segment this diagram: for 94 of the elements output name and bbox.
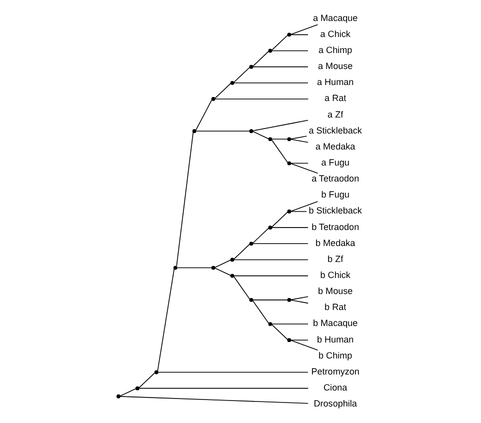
connector — [290, 300, 308, 304]
connector — [290, 296, 308, 300]
node-text: a Fugu — [321, 157, 350, 168]
node-point — [268, 137, 272, 142]
connector — [233, 275, 308, 276]
connector — [271, 50, 308, 52]
node-text: b Macaque — [313, 318, 358, 328]
connector — [290, 340, 318, 351]
node-point — [287, 338, 292, 342]
node-text: a Mouse — [318, 61, 353, 72]
node-text: b Zf — [328, 254, 344, 264]
connector — [252, 228, 270, 244]
node-point — [230, 274, 234, 278]
node-text: b Human — [317, 334, 354, 344]
node-text: a Zf — [328, 109, 344, 120]
node-point — [116, 394, 120, 398]
connector — [290, 163, 318, 174]
node-text: a Medaka — [316, 141, 356, 152]
connector — [233, 82, 308, 84]
connector — [176, 132, 194, 267]
node-point — [268, 226, 272, 230]
connector — [233, 244, 250, 260]
connector — [138, 372, 156, 388]
connector — [271, 139, 288, 163]
node-text: Petromyzon — [311, 366, 360, 376]
node-point — [230, 80, 234, 85]
node-text: Drosophila — [314, 398, 357, 409]
node-text: b Fugu — [321, 190, 350, 200]
node-point — [268, 322, 272, 326]
connector — [196, 130, 250, 132]
node-point — [154, 370, 158, 374]
connector — [233, 66, 250, 83]
connector — [290, 138, 308, 143]
connector — [271, 212, 288, 228]
node-point — [211, 266, 216, 270]
node-text: b Medaka — [316, 238, 356, 248]
connector — [252, 120, 308, 132]
node-point — [287, 137, 292, 142]
connector — [233, 276, 250, 300]
connector — [290, 201, 318, 212]
node-text: b Stickleback — [308, 206, 362, 216]
node-point — [230, 258, 234, 262]
connector — [272, 138, 288, 140]
connector — [252, 131, 270, 140]
node-point — [173, 266, 178, 270]
node-text: Ciona — [324, 382, 348, 393]
node-point — [249, 298, 254, 302]
connector — [290, 211, 308, 212]
connector — [138, 388, 309, 389]
node-point — [287, 32, 292, 37]
node-point — [249, 64, 254, 69]
connector — [252, 66, 308, 68]
node-text: a Stickleback — [308, 125, 362, 136]
connector — [158, 372, 308, 373]
connector — [233, 259, 308, 260]
node-point — [287, 298, 292, 302]
node-point — [192, 129, 196, 134]
node-text: b Chimp — [318, 350, 352, 360]
node-point — [135, 386, 140, 390]
node-text: b Rat — [324, 302, 346, 312]
connector — [290, 162, 308, 164]
connector — [271, 34, 288, 51]
connector — [120, 396, 309, 404]
connector — [195, 99, 212, 131]
connector — [214, 98, 309, 100]
connector — [120, 388, 136, 396]
node-point — [249, 242, 254, 246]
connector — [290, 24, 318, 35]
connector — [271, 324, 288, 340]
connector — [290, 136, 308, 140]
connector — [271, 227, 308, 228]
connector — [176, 267, 212, 268]
node-text: a Chick — [320, 28, 350, 39]
connector — [157, 268, 175, 372]
connector — [214, 83, 232, 99]
node-point — [211, 97, 216, 101]
node-point — [268, 48, 272, 53]
node-text: a Chimp — [318, 44, 352, 55]
connector — [214, 260, 232, 268]
node-text: a Rat — [324, 93, 346, 104]
connector — [214, 268, 232, 276]
node-text: a Macaque — [313, 12, 358, 23]
node-point — [249, 129, 254, 134]
node-point — [287, 161, 292, 166]
node-text: b Chick — [320, 270, 350, 280]
connector — [252, 243, 308, 244]
node-text: a Human — [317, 77, 354, 88]
connector — [252, 300, 270, 324]
connector — [290, 34, 308, 36]
connector — [252, 50, 270, 67]
node-text: b Tetraodon — [312, 222, 360, 232]
node-text: b Mouse — [318, 286, 353, 296]
node-text: a Tetraodon — [312, 174, 360, 184]
node-point — [287, 210, 292, 214]
